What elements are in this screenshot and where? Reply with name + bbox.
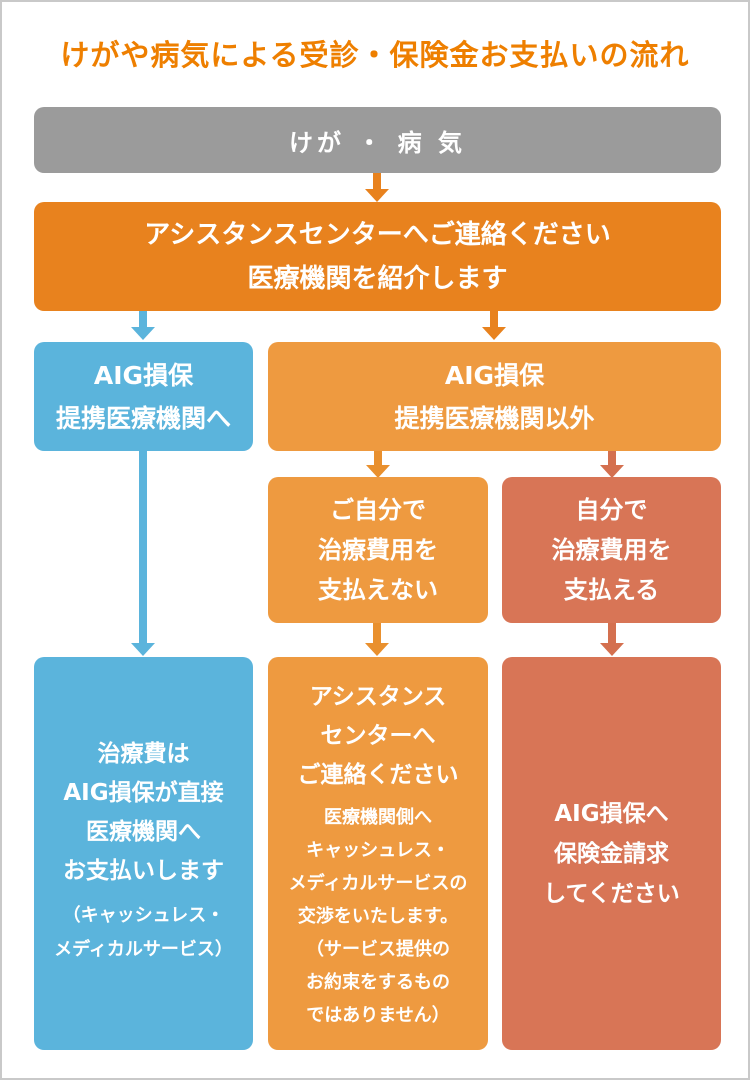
partner-hospital-line2: 提携医療機関へ	[55, 403, 231, 433]
claim-line: AIG損保へ	[554, 800, 669, 827]
cannot-pay-line2: 治療費用を	[318, 536, 438, 564]
cannot-pay-box: ご自分で 治療費用を 支払えない	[268, 477, 488, 623]
arrow-shaft	[490, 311, 498, 328]
cashless-payment-line: 医療機関へ	[86, 819, 201, 845]
assistance-negotiation-line: アシスタンス	[309, 684, 447, 710]
non-partner-hospital-line1: AIG損保	[444, 360, 545, 390]
cashless-payment-line: AIG損保が直接	[63, 780, 224, 806]
assistance-negotiation-note-line: 医療機関側へ	[324, 807, 432, 828]
arrow-start-to-contact-icon	[365, 173, 389, 202]
assistance-negotiation-line: ご連絡ください	[297, 762, 459, 788]
assistance-negotiation-note: 医療機関側へ キャッシュレス・ メディカルサービスの 交渉をいたします。 （サー…	[289, 801, 468, 1032]
non-partner-hospital-box: AIG損保 提携医療機関以外	[268, 342, 721, 451]
can-pay-box: 自分で 治療費用を 支払える	[502, 477, 721, 623]
arrow-head	[366, 465, 390, 478]
arrow-head	[131, 643, 155, 656]
arrow-shaft	[374, 451, 382, 466]
partner-hospital-line1: AIG損保	[93, 360, 194, 390]
arrow-nonpartner-to-cannotpay-icon	[366, 451, 390, 478]
arrow-head	[482, 327, 506, 340]
can-pay-line3: 支払える	[563, 576, 660, 604]
arrow-head	[600, 643, 624, 656]
cannot-pay-line3: 支払えない	[318, 576, 438, 604]
claim-box: AIG損保へ 保険金請求 してください	[502, 657, 721, 1050]
arrow-nonpartner-to-canpay-icon	[600, 451, 624, 478]
arrow-shaft	[608, 623, 616, 644]
cashless-payment-box: 治療費は AIG損保が直接 医療機関へ お支払いします （キャッシュレス・ メデ…	[34, 657, 253, 1050]
claim-line: してください	[543, 880, 680, 907]
assistance-negotiation-note-line: メディカルサービスの	[288, 873, 468, 894]
cashless-payment-line: お支払いします	[63, 858, 224, 884]
arrow-contact-to-nonpartner-icon	[482, 311, 506, 340]
assistance-negotiation-line: センターへ	[320, 723, 436, 749]
arrow-contact-to-partner-icon	[131, 311, 155, 340]
arrow-head	[365, 643, 389, 656]
arrow-shaft	[139, 448, 147, 644]
start-box: けが ・ 病 気	[34, 107, 721, 173]
assistance-negotiation-box: アシスタンス センターへ ご連絡ください 医療機関側へ キャッシュレス・ メディ…	[268, 657, 488, 1050]
arrow-head	[365, 189, 389, 202]
partner-hospital-box: AIG損保 提携医療機関へ	[34, 342, 253, 451]
page-title: けがや病気による受診・保険金お支払いの流れ	[60, 38, 690, 72]
can-pay-line1: 自分で	[575, 496, 648, 524]
assistance-negotiation-note-line: お約束をするもの	[306, 972, 450, 993]
assistance-negotiation-note-line: （サービス提供の	[306, 939, 450, 960]
arrow-shaft	[373, 623, 381, 644]
arrow-canpay-to-claim-icon	[600, 623, 624, 656]
assistance-negotiation-note-line: 交渉をいたします。	[297, 906, 459, 927]
claim-line: 保険金請求	[554, 840, 669, 867]
cashless-payment-note-line: メディカルサービス）	[54, 939, 233, 960]
contact-assistance-line1: アシスタンスセンターへご連絡ください	[144, 219, 611, 250]
arrow-head	[600, 465, 624, 478]
cannot-pay-line1: ご自分で	[330, 496, 426, 524]
can-pay-line2: 治療費用を	[551, 536, 672, 564]
arrow-shaft	[373, 173, 381, 190]
assistance-negotiation-note-line: ではありません）	[306, 1005, 450, 1026]
cashless-payment-note-line: （キャッシュレス・	[62, 905, 225, 926]
start-box-label: けが ・ 病 気	[288, 128, 467, 157]
arrow-shaft	[139, 311, 147, 328]
non-partner-hospital-line2: 提携医療機関以外	[394, 403, 595, 433]
cashless-payment-line: 治療費は	[97, 741, 190, 767]
arrow-shaft	[608, 451, 616, 466]
contact-assistance-box: アシスタンスセンターへご連絡ください 医療機関を紹介します	[34, 202, 721, 311]
assistance-negotiation-note-line: キャッシュレス・	[306, 840, 450, 861]
arrow-head	[131, 327, 155, 340]
contact-assistance-line2: 医療機関を紹介します	[247, 263, 508, 294]
arrow-partner-to-directpay-icon	[131, 448, 155, 656]
cashless-payment-note: （キャッシュレス・ メディカルサービス）	[54, 899, 233, 967]
arrow-cannotpay-to-contact2-icon	[365, 623, 389, 656]
